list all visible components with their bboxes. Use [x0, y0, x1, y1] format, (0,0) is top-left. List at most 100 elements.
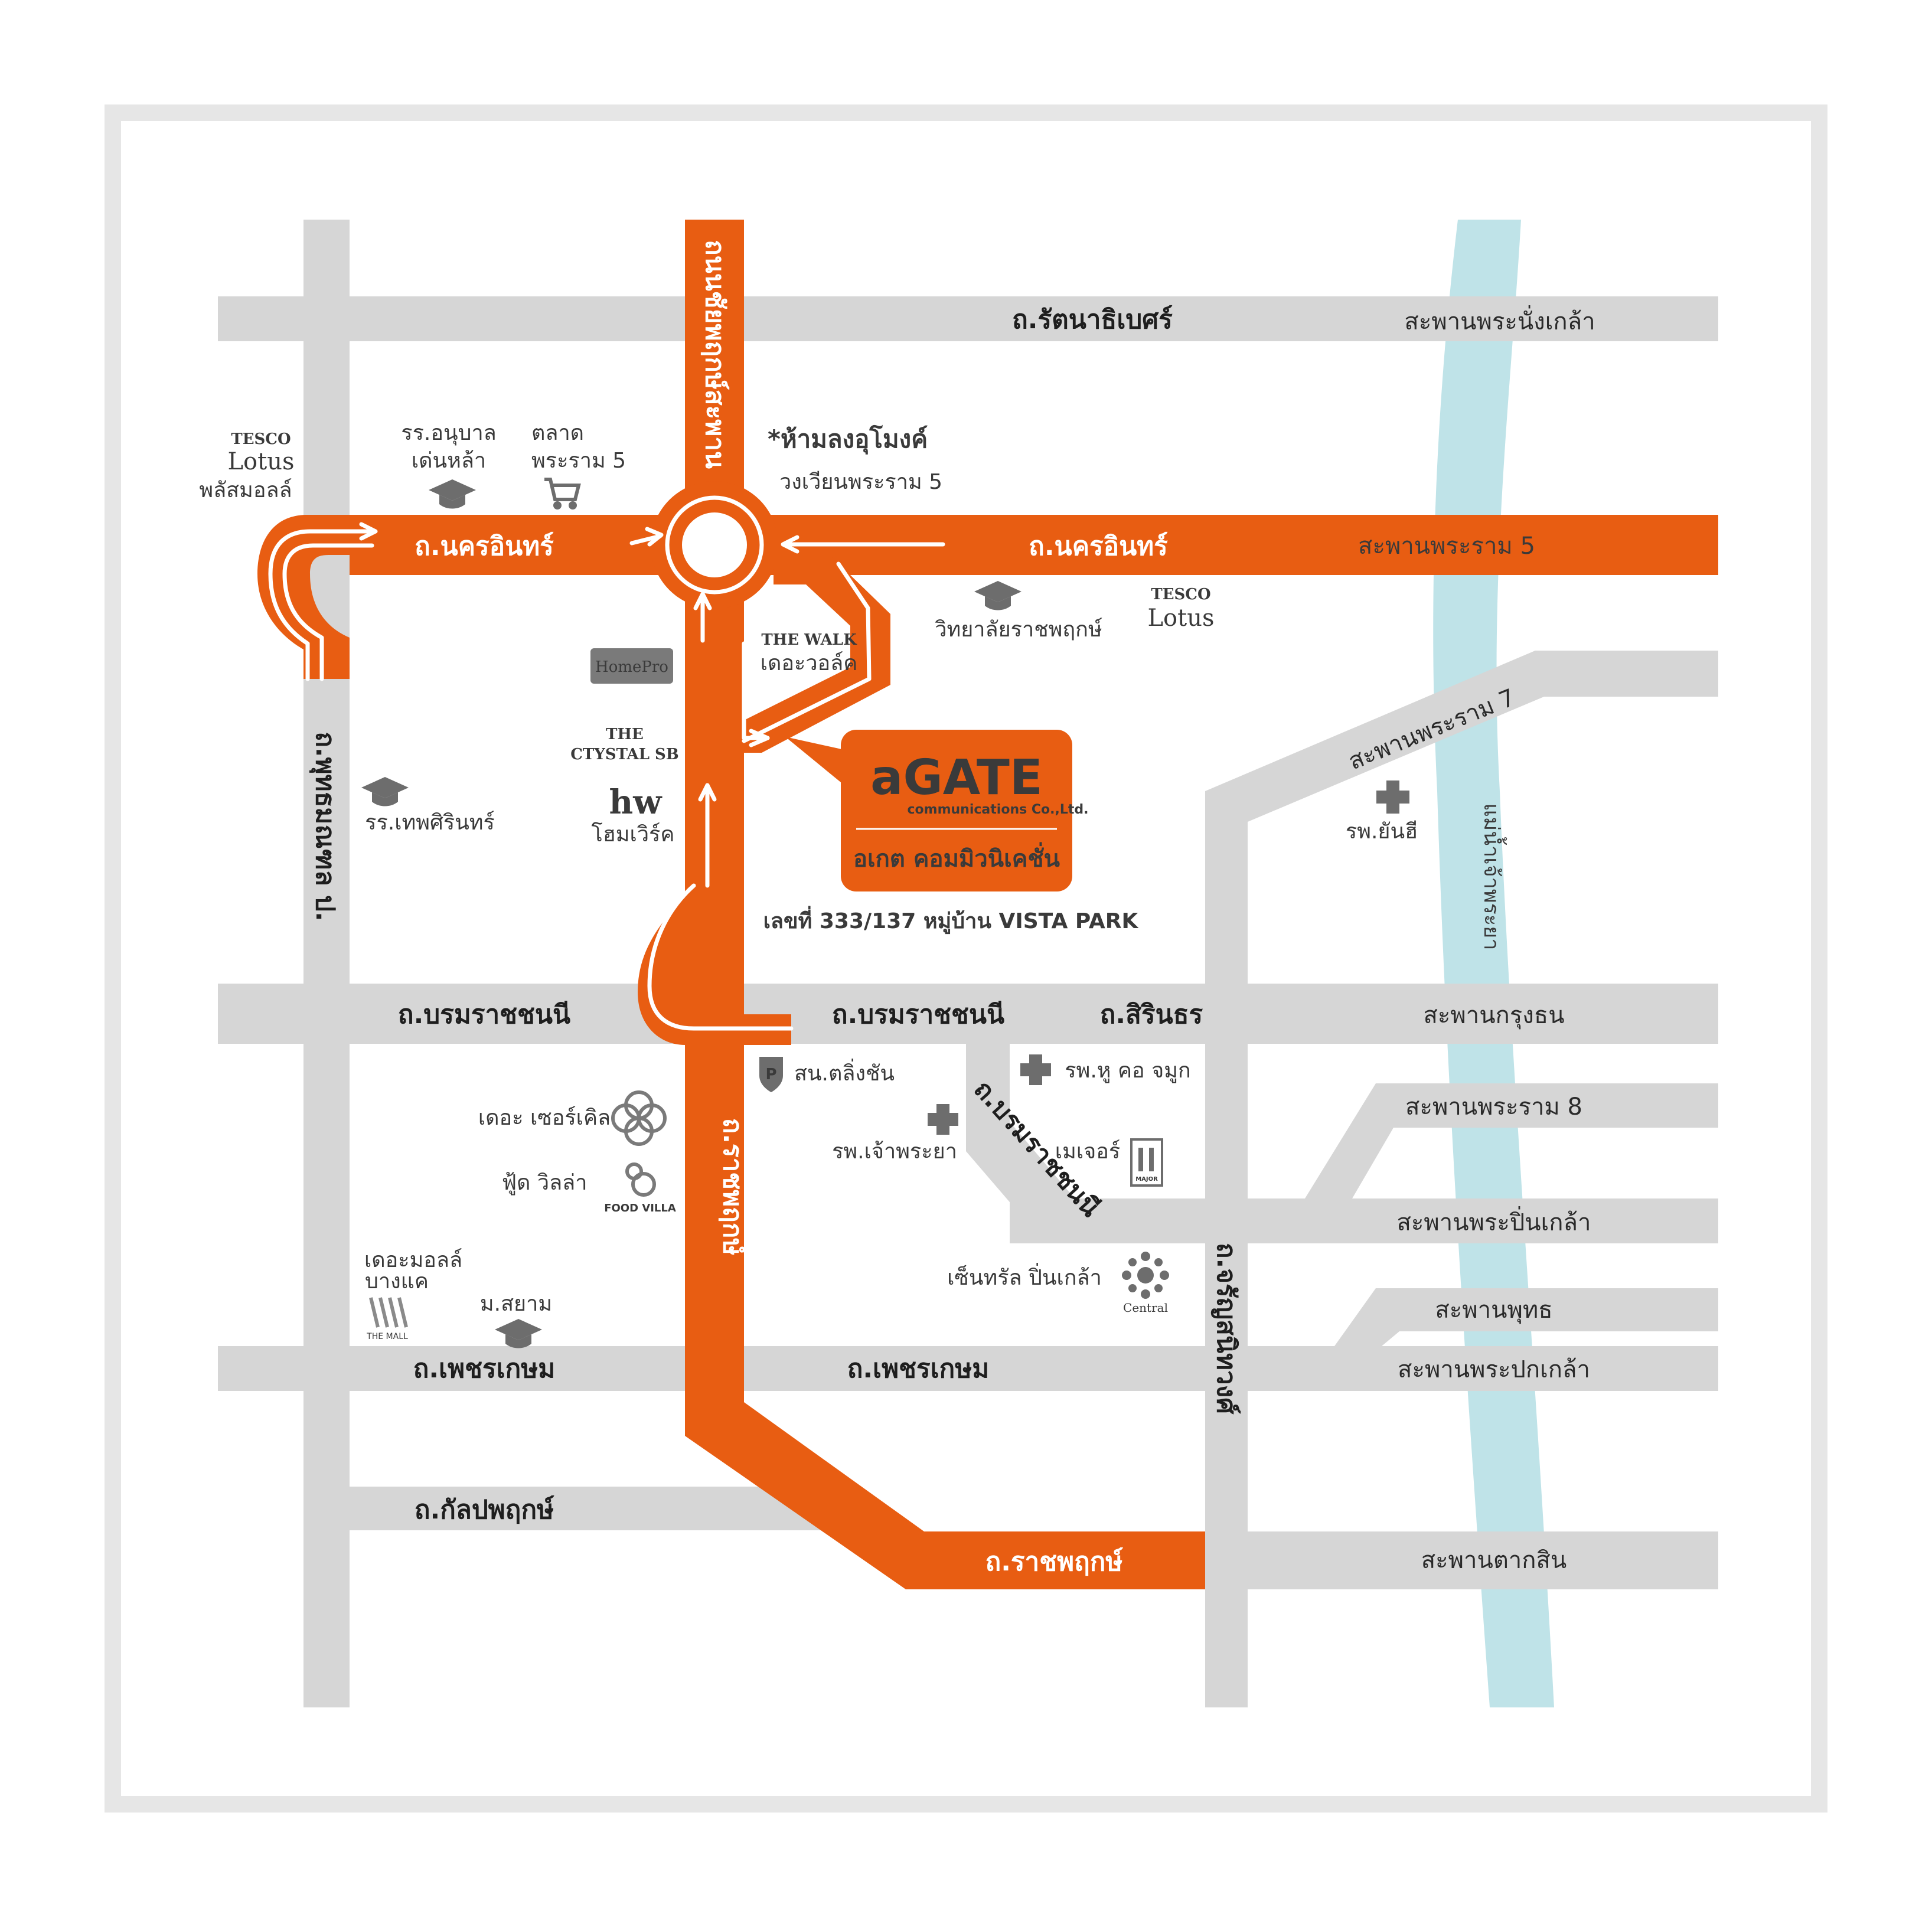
central-logo-text: Central [1123, 1301, 1168, 1315]
company-address: เลขที่ 333/137 หมู่บ้าน VISTA PARK [763, 906, 1139, 935]
tesco-lotus-right: Lotus [1147, 605, 1214, 632]
company-name-th: อเกต คอมมิวนิเคชั่น [853, 842, 1060, 873]
central-pinklao: เซ็นทรัล ปิ่นเกล้า [947, 1263, 1102, 1290]
label-river: แม่น้ำเจ้าพระยา [1479, 803, 1507, 950]
the-mall-logo: THE MALL [366, 1332, 408, 1341]
road-pin-klao [1010, 1198, 1718, 1243]
ent-hospital: รพ.หู คอ จมูก [1065, 1059, 1190, 1083]
homepro-label: HomePro [595, 658, 668, 676]
label-borommaratchachonnani-west: ถ.บรมราชชนนี [398, 1000, 570, 1030]
road-phut-link [1334, 1288, 1718, 1346]
graduation-cap-icon [361, 777, 409, 806]
route-arrows [268, 495, 945, 1031]
crystal-line1: THE [606, 726, 644, 743]
chaophraya-hospital: รพ.เจ้าพระยา [832, 1139, 957, 1164]
police-badge-icon: P [759, 1057, 783, 1092]
bridge-pin-klao: สะพานพระปิ่นเกล้า [1396, 1206, 1591, 1236]
bridge-phut: สะพานพุทธ [1435, 1296, 1552, 1324]
food-villa-icon [625, 1162, 656, 1197]
market-line2: พระราม 5 [531, 449, 626, 473]
talingchan-police: สน.ตลิ่งชัน [794, 1059, 895, 1086]
road-rama7-link [1205, 651, 1718, 838]
hospital-cross-icon [1376, 780, 1409, 814]
graduation-cap-icon [495, 1319, 542, 1348]
homepro-logo [590, 648, 673, 684]
main-route [257, 220, 1718, 1589]
shopping-cart-icon [544, 478, 581, 510]
the-mall-line2: บางแค [365, 1269, 429, 1294]
label-charan-sanitwong: ถ.จรัญสนิทวงศ์ [1211, 1243, 1241, 1415]
siam-university: ม.สยาม [480, 1292, 552, 1316]
chao-phraya-river [1433, 220, 1554, 1707]
crystal-line2: CTYSTAL SB [570, 746, 679, 763]
label-ratchaphruek-bottom: ถ.ราชพฤกษ์ [985, 1547, 1124, 1577]
label-rattanathibet: ถ.รัตนาธิเบศร์ [1012, 305, 1173, 335]
phalasom-mall: พลัสมอลล์ [199, 478, 292, 502]
company-pointer [785, 737, 844, 785]
hospital-cross-icon [928, 1104, 958, 1135]
roundabout-center [682, 512, 747, 577]
road-taksin [1205, 1531, 1718, 1589]
road-ratchaphruek-south [685, 1402, 1205, 1589]
the-circle-label: เดอะ เซอร์เคิล [478, 1106, 611, 1130]
market-line1: ตลาด [531, 421, 584, 445]
label-ratchaphruek-vertical: ถ.ราชพฤกษ์ [717, 1118, 748, 1256]
label-phet-kasem-west: ถ.เพชรเกษม [413, 1354, 556, 1384]
label-upper-vertical: ถนนชัยพฤกษ์สะพาน [700, 240, 730, 469]
minor-roads [218, 220, 1718, 1707]
road-borommaratchachonnani [218, 984, 1718, 1044]
graduation-cap-icon [974, 581, 1022, 610]
homework-label: โฮมเวิร์ค [592, 822, 675, 847]
the-mall-icon [369, 1297, 408, 1328]
road-kanlapaphruek [350, 1487, 822, 1530]
major-cineplex-icon: MAJOR [1130, 1138, 1163, 1187]
label-nakhon-in-east: ถ.นครอินทร์ [1029, 531, 1168, 561]
uturn-left [257, 515, 350, 679]
the-walk-label: เดอะวอล์ค [761, 651, 858, 675]
major-logo: MAJOR [1135, 1176, 1158, 1183]
road-phet-kasem [218, 1346, 1718, 1391]
rama5-circle-label: วงเวียนพระราม 5 [779, 470, 942, 494]
yanhee-hospital: รพ.ยันฮี [1346, 819, 1418, 844]
road-rattanathibet [218, 296, 1718, 341]
label-phet-kasem-mid: ถ.เพชรเกษม [847, 1354, 990, 1384]
circle-logo-icon [611, 1090, 667, 1146]
company-logo: aGATE [870, 750, 1043, 806]
company-card [841, 730, 1072, 891]
road-nakhon-in [350, 515, 1718, 575]
homework-logo: hw [609, 783, 663, 822]
kindergarten-line1: รร.อนุบาล [401, 421, 496, 446]
bridge-taksin: สะพานตากสิน [1421, 1547, 1567, 1574]
bridge-rama5: สะพานพระราม 5 [1358, 533, 1535, 560]
walk-connector [744, 555, 890, 753]
hospital-cross-icon [1020, 1054, 1051, 1085]
label-nakhon-in-west: ถ.นครอินทร์ [415, 531, 554, 561]
company-tagline: communications Co.,Ltd. [908, 802, 1089, 817]
tesco-lotus-top: Lotus [227, 448, 294, 475]
label-sirindhorn: ถ.สิรินธร [1100, 1000, 1203, 1030]
major-label: เมเจอร์ [1055, 1139, 1120, 1164]
parking-letter: P [765, 1066, 776, 1083]
bridge-nang-klao: สะพานพระนั่งเกล้า [1404, 305, 1595, 335]
food-villa-logo: FOOD VILLA [604, 1202, 676, 1214]
college-label: วิทยาลัยราชพฤกษ์ [935, 618, 1102, 642]
road-bridge-rama8 [1305, 1083, 1718, 1198]
tesco-brand-top: TESCO [231, 430, 291, 448]
school-thepsirin: รร.เทพศิรินทร์ [365, 811, 495, 835]
kindergarten-line2: เด่นหล้า [412, 449, 486, 473]
food-villa-label: ฟู้ด วิลล่า [502, 1171, 588, 1196]
no-tunnel-warning: *ห้ามลงอุโมงค์ [768, 424, 928, 455]
label-left-vertical: ถ.พุทธมณฑล ป. [309, 731, 340, 922]
road-diag-borommaratchachonnani [966, 1044, 1075, 1243]
road-left-vertical [303, 220, 350, 1707]
road-ratchaphruek-vertical [685, 220, 744, 1436]
label-kanlapaphruek: ถ.กัลปพฤกษ์ [415, 1495, 554, 1525]
bridge-rama8: สะพานพระราม 8 [1405, 1093, 1582, 1121]
bridge-pok-klao: สะพานพระปกเกล้า [1398, 1356, 1590, 1383]
bridge-krung-thon: สะพานกรุงธน [1423, 1002, 1564, 1030]
central-logo-icon [1122, 1252, 1169, 1299]
graduation-cap-icon [429, 479, 476, 509]
the-walk-logo: THE WALK [761, 631, 857, 649]
tesco-brand-right: TESCO [1151, 586, 1210, 603]
